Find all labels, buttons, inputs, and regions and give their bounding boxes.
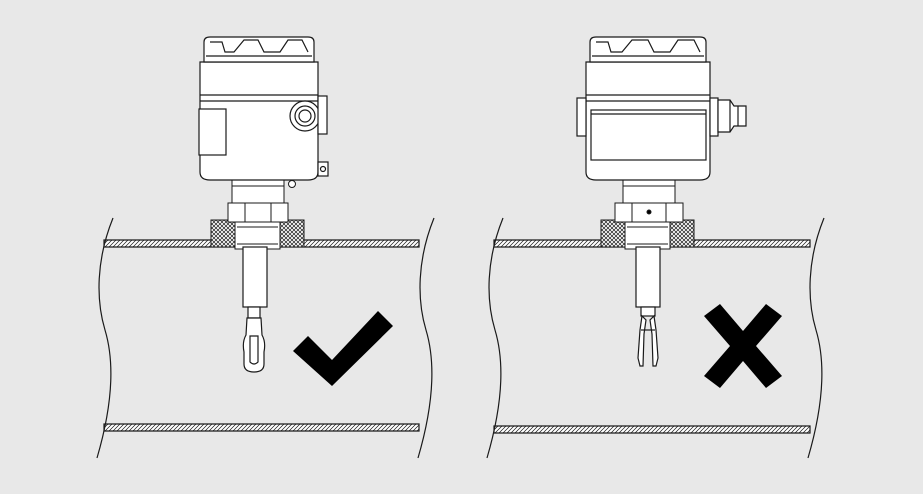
housing-left: [198, 36, 329, 181]
pipe-left-cut-right: [417, 217, 435, 459]
check-mark-icon: [293, 311, 393, 386]
probe-left: [242, 246, 268, 373]
neck-left: [231, 178, 296, 204]
housing-right: [576, 36, 747, 181]
pipe-right-cut-left: [486, 217, 504, 459]
panel-correct: [96, 36, 435, 459]
flange-right: [600, 202, 695, 250]
pipe-right-cut-right: [807, 217, 825, 459]
pipe-left: [96, 217, 435, 459]
pipe-left-cut-left: [96, 217, 114, 459]
flange-left: [210, 202, 305, 250]
pipe-right-bottom-wall: [493, 425, 811, 434]
probe-right: [635, 246, 661, 367]
panel-incorrect: [486, 36, 825, 459]
pipe-left-bottom-wall: [103, 423, 420, 432]
neck-right: [622, 178, 676, 204]
cross-mark-icon: [704, 304, 782, 388]
